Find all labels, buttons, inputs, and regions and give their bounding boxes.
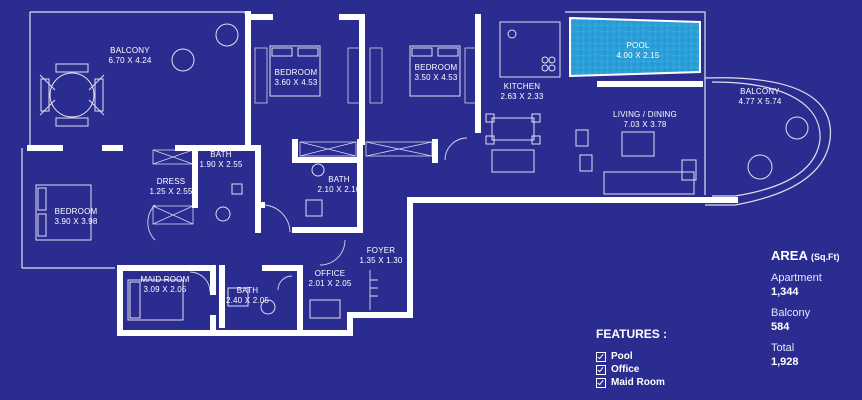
room-name: BATH [328, 175, 350, 184]
area-label: Total [771, 342, 795, 354]
room-name: BATH [236, 286, 259, 295]
room-size: 7.03 X 3.78 [623, 120, 667, 129]
area-title: AREA (Sq.Ft) [771, 248, 861, 263]
room-size: 3.09 X 2.05 [143, 285, 187, 294]
area-label: Apartment [771, 272, 822, 284]
room-name: BALCONY [740, 87, 780, 96]
bedroom-3-label: BEDROOM 3.50 X 4.53 [406, 63, 466, 83]
foyer-label: FOYER 1.35 X 1.30 [351, 246, 411, 266]
door-swings [147, 137, 468, 310]
kitchen-label: KITCHEN 2.63 X 2.33 [492, 82, 552, 102]
area-row-balcony: Balcony 584 [771, 307, 861, 333]
interior-furniture [215, 21, 697, 319]
room-size: 1.35 X 1.30 [359, 256, 403, 265]
room-size: 2.01 X 2.05 [308, 279, 352, 288]
area-value: 584 [771, 321, 790, 333]
room-size: 1.25 X 2.55 [149, 187, 193, 196]
area-title-text: AREA [771, 248, 808, 263]
room-name: BEDROOM [54, 207, 98, 216]
feature-label: Maid Room [611, 377, 665, 388]
room-name: BEDROOM [414, 63, 458, 72]
balcony-nw-label: BALCONY 6.70 X 4.24 [100, 46, 160, 66]
feature-item: Pool [596, 350, 716, 363]
room-size: 2.40 X 2.05 [225, 296, 270, 305]
room-size: 3.90 X 3.98 [54, 217, 98, 226]
bath-3-label: BATH 2.40 X 2.05 [220, 286, 275, 306]
bedroom-2-label: BEDROOM 3.60 X 4.53 [266, 68, 326, 88]
feature-item: Maid Room [596, 376, 716, 389]
living-label: LIVING / DINING 7.03 X 3.78 [610, 110, 680, 130]
area-row-apartment: Apartment 1,344 [771, 272, 861, 298]
area-label: Balcony [771, 307, 811, 319]
room-name: BEDROOM [274, 68, 318, 77]
bath-1-label: BATH 1.90 X 2.55 [196, 150, 246, 170]
feature-label: Office [611, 364, 640, 375]
room-name: FOYER [366, 246, 396, 255]
bath-2-label: BATH 2.10 X 2.10 [314, 175, 364, 195]
room-name: DRESS [156, 177, 186, 186]
feature-item: Office [596, 363, 716, 376]
pool-label: POOL 4.00 X 2.15 [608, 41, 668, 61]
room-size: 3.50 X 4.53 [414, 73, 458, 82]
room-size: 2.10 X 2.10 [317, 185, 361, 194]
room-name: BALCONY [110, 46, 150, 55]
room-size: 6.70 X 4.24 [108, 56, 152, 65]
checkbox-checked-icon [596, 351, 606, 362]
pool [569, 16, 701, 78]
area-value: 1,928 [771, 356, 799, 368]
walls [27, 11, 738, 336]
room-name: BATH [210, 150, 232, 159]
office-label: OFFICE 2.01 X 2.05 [300, 269, 360, 289]
area-row-total: Total 1,928 [771, 342, 861, 368]
features-panel: FEATURES : Pool Office Maid Room [596, 327, 716, 389]
room-name: LIVING / DINING [613, 110, 677, 119]
area-value: 1,344 [771, 286, 799, 298]
maid-room-label: MAID ROOM 3.09 X 2.05 [135, 275, 195, 295]
features-title: FEATURES : [596, 327, 668, 341]
wardrobes [152, 47, 478, 225]
beds [35, 45, 461, 321]
room-size: 2.63 X 2.33 [500, 92, 544, 101]
room-size: 4.00 X 2.15 [616, 51, 660, 60]
room-name: POOL [626, 41, 650, 50]
balcony-e-label: BALCONY 4.77 X 5.74 [730, 87, 790, 107]
room-name: KITCHEN [503, 82, 541, 91]
room-size: 3.60 X 4.53 [274, 78, 318, 87]
room-size: 4.77 X 5.74 [738, 97, 782, 106]
room-name: OFFICE [314, 269, 346, 278]
bedroom-1-label: BEDROOM 3.90 X 3.98 [46, 207, 106, 227]
checkbox-checked-icon [596, 364, 606, 375]
room-name: MAID ROOM [140, 275, 190, 284]
dress-label: DRESS 1.25 X 2.55 [146, 177, 196, 197]
area-panel: AREA (Sq.Ft) Apartment 1,344 Balcony 584… [771, 248, 861, 368]
checkbox-checked-icon [596, 377, 606, 388]
feature-label: Pool [611, 351, 633, 362]
balcony-furniture [39, 23, 809, 180]
area-unit: (Sq.Ft) [810, 252, 840, 262]
room-size: 1.90 X 2.55 [199, 160, 243, 169]
